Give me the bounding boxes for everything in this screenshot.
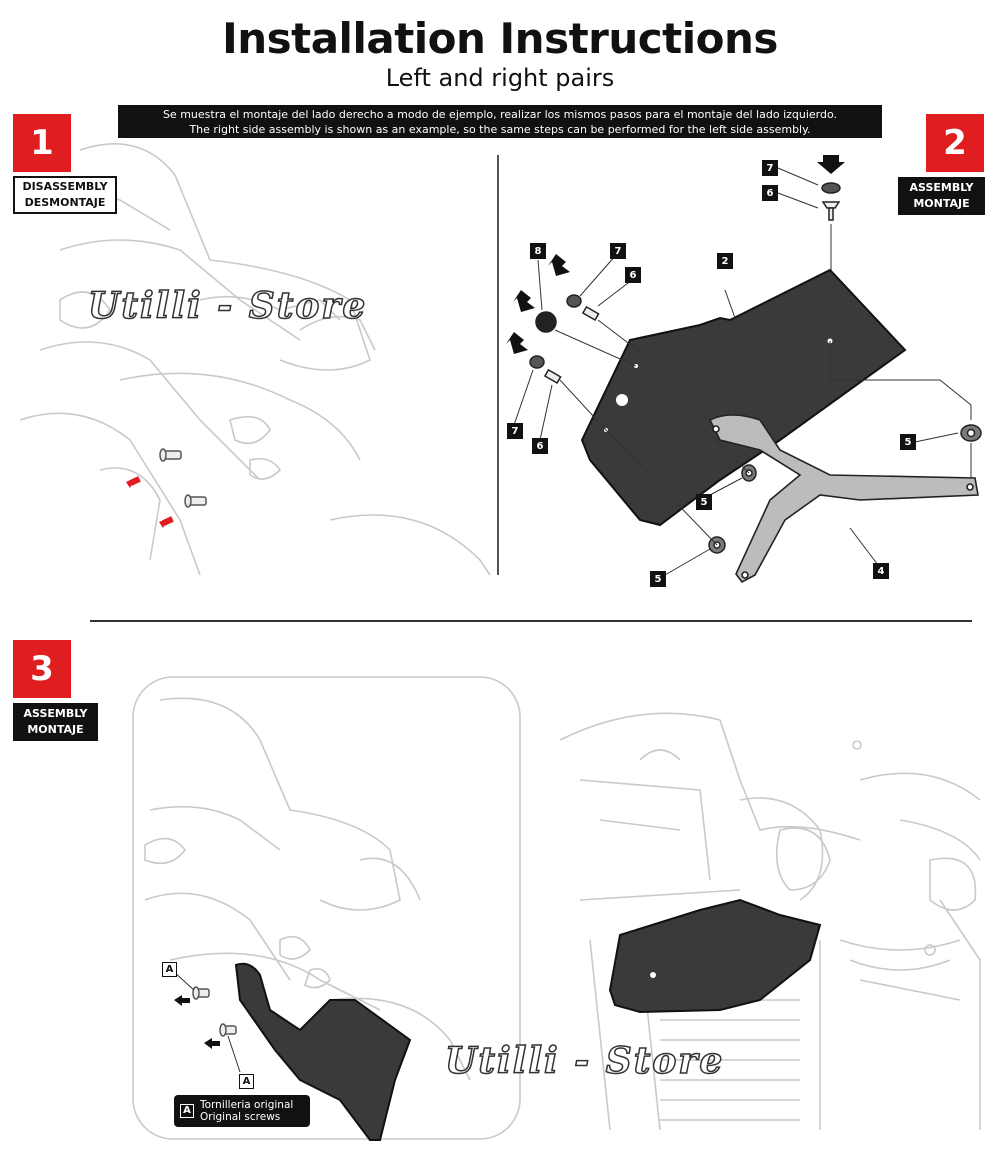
part-tag-5: 5 xyxy=(650,571,666,587)
step-2-badge: 2 xyxy=(926,114,984,172)
step-1-badge: 1 xyxy=(13,114,71,172)
part-tag-7: 7 xyxy=(507,423,523,439)
screws-legend: A Tornilleria original Original screws xyxy=(174,1095,310,1127)
screw-tag-a: A xyxy=(162,962,177,977)
step2-bracket-part xyxy=(710,415,978,582)
part-tag-4: 4 xyxy=(873,563,889,579)
step3-leader-lines xyxy=(174,972,240,1072)
step-3-label-es: MONTAJE xyxy=(19,722,92,738)
legend-key: A xyxy=(180,1104,194,1118)
step3-front-view-part xyxy=(610,900,820,1012)
part-tag-5: 5 xyxy=(900,434,916,450)
part-tag-6: 6 xyxy=(762,185,778,201)
part-tag-8: 8 xyxy=(530,243,546,259)
step3-black-arrows xyxy=(174,995,220,1049)
legend-line-2: Original screws xyxy=(200,1111,293,1123)
legend-text: Tornilleria original Original screws xyxy=(200,1099,293,1123)
part-tag-6: 6 xyxy=(532,438,548,454)
step-1-label-en: DISASSEMBLY xyxy=(19,179,111,195)
step-1-label: DISASSEMBLY DESMONTAJE xyxy=(13,176,117,214)
step-2-label-es: MONTAJE xyxy=(904,196,979,212)
part-tag-7: 7 xyxy=(762,160,778,176)
step-1-label-es: DESMONTAJE xyxy=(19,195,111,211)
step-3-label: ASSEMBLY MONTAJE xyxy=(13,703,98,741)
screw-tag-a: A xyxy=(239,1074,254,1089)
step-3-label-en: ASSEMBLY xyxy=(19,706,92,722)
part-tag-2: 2 xyxy=(717,253,733,269)
part-tag-7: 7 xyxy=(610,243,626,259)
step-2-label-en: ASSEMBLY xyxy=(904,180,979,196)
legend-line-1: Tornilleria original xyxy=(200,1099,293,1111)
watermark-bottom: Utilli - Store xyxy=(445,1040,724,1082)
step-2-label: ASSEMBLY MONTAJE xyxy=(898,177,985,215)
part-tag-6: 6 xyxy=(625,267,641,283)
part-tag-5: 5 xyxy=(696,494,712,510)
step-3-badge: 3 xyxy=(13,640,71,698)
watermark-top: Utilli - Store xyxy=(88,285,367,327)
step3-screws xyxy=(193,987,236,1036)
